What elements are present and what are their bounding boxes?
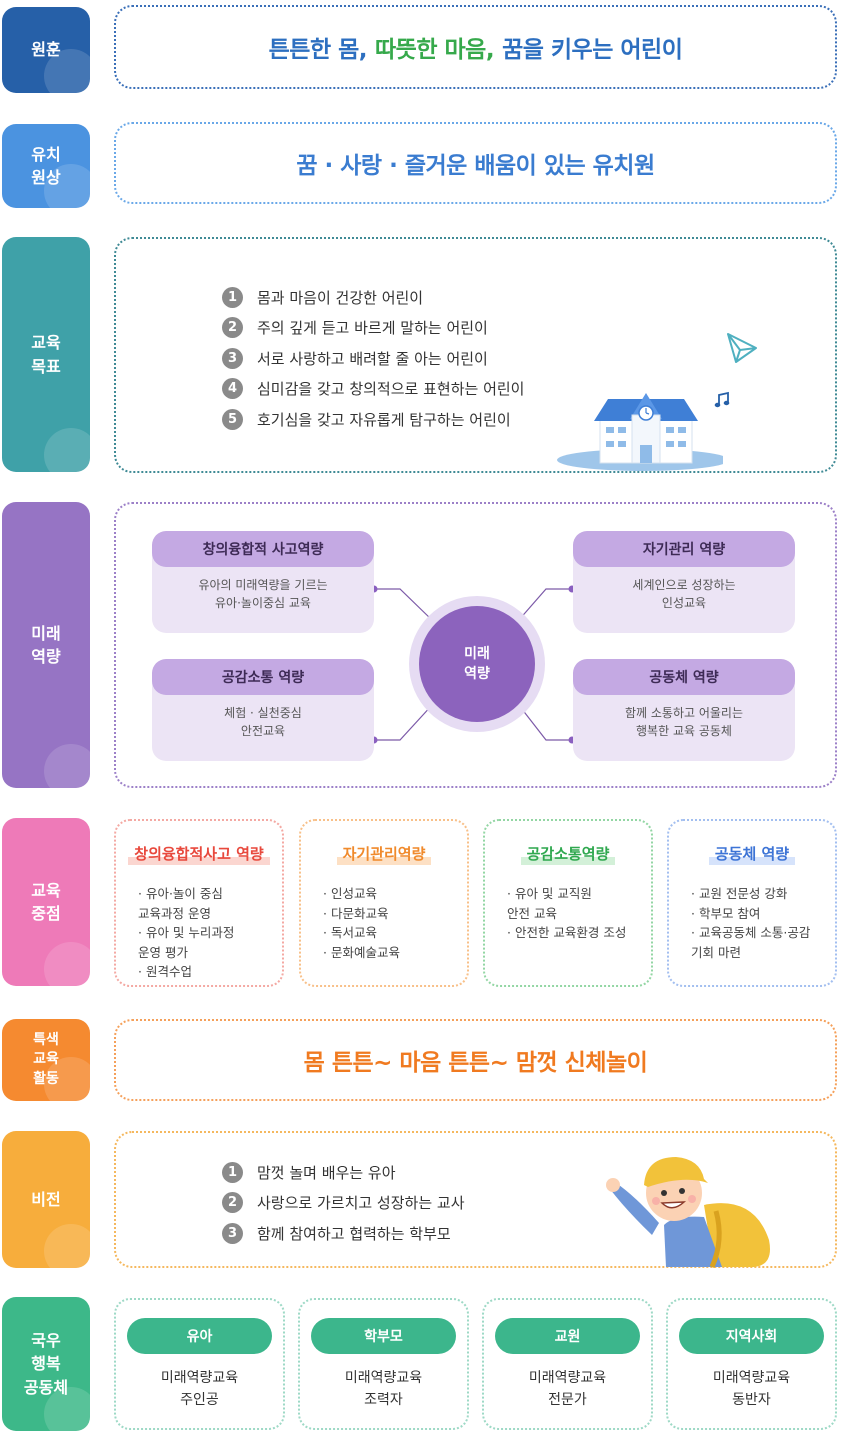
motto-part1: 튼튼한 몸, [268, 37, 368, 63]
motto-label: 원훈 [2, 7, 90, 93]
future-label: 미래 역량 [2, 502, 90, 788]
ideal-text: 꿈 · 사랑 · 즐거운 배움이 있는 유치원 [296, 153, 655, 179]
motto-box: 튼튼한 몸, 따뜻한 마음, 꿈을 키우는 어린이 [114, 5, 837, 89]
paper-plane-icon [727, 333, 757, 363]
motto-part2: 따뜻한 마음, [375, 37, 495, 63]
focus-card: 공동체 역량 · 교원 전문성 강화 · 학부모 참여 · 교육공동체 소통·공… [667, 819, 837, 987]
special-box: 몸 튼튼~ 마음 튼튼~ 맘껏 신체놀이 [114, 1019, 837, 1101]
special-label: 특색 교육 활동 [2, 1019, 90, 1101]
goals-label: 교육 목표 [2, 237, 90, 472]
community-label: 국우 행복 공동체 [2, 1297, 90, 1431]
school-building-icon [557, 393, 723, 471]
future-center-circle: 미래 역량 [419, 606, 535, 722]
focus-card: 창의융합적사고 역량 · 유아·놀이 중심 교육과정 운영 · 유아 및 누리과… [114, 819, 284, 987]
ideal-label: 유치 원상 [2, 124, 90, 208]
motto-part3: 꿈을 키우는 어린이 [502, 37, 683, 63]
focus-card: 공감소통역량 · 유아 및 교직원 안전 교육 · 안전한 교육환경 조성 [483, 819, 653, 987]
focus-card: 자기관리역량 · 인성교육 · 다문화교육 · 독서교육 · 문화예술교육 [299, 819, 469, 987]
boy-with-backpack-illustration [606, 1157, 770, 1269]
ideal-box: 꿈 · 사랑 · 즐거운 배움이 있는 유치원 [114, 122, 837, 204]
music-note-icon [714, 391, 730, 408]
vision-label: 비전 [2, 1131, 90, 1268]
focus-label: 교육 중점 [2, 818, 90, 986]
special-text: 몸 튼튼~ 마음 튼튼~ 맘껏 신체놀이 [303, 1050, 648, 1076]
